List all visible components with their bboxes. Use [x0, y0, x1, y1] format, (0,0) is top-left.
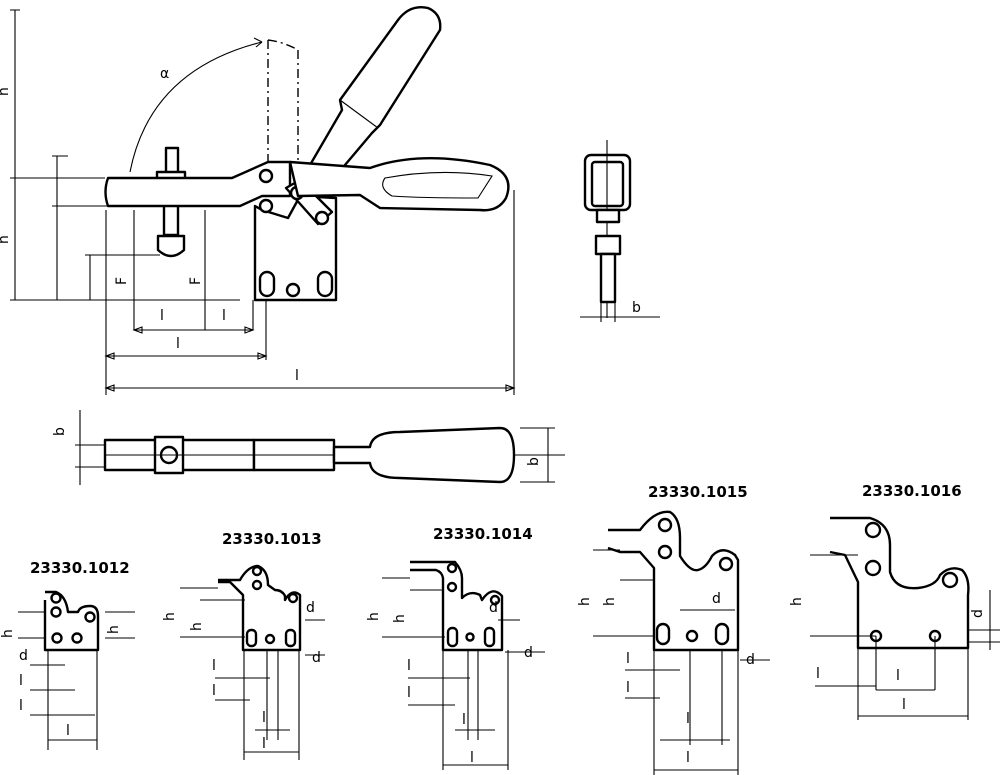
l3-label: l: [222, 308, 226, 324]
F1-label: F: [114, 277, 130, 285]
l1-label: l: [295, 368, 299, 384]
l2-label: l: [176, 336, 180, 352]
h1-label: h: [0, 235, 12, 244]
variant-1016: 23330.1016 h d l l l: [789, 482, 1000, 720]
part-number-1016: 23330.1016: [862, 482, 962, 500]
d1-label: d: [970, 609, 986, 618]
l5-label: l: [686, 750, 690, 766]
h7-label: h: [366, 612, 382, 621]
l6-label: l: [407, 658, 411, 674]
spindle-tip: [156, 234, 186, 258]
l6-label: l: [212, 658, 216, 674]
h6-label: h: [602, 597, 618, 606]
d1-label: d: [19, 648, 28, 664]
top-handle: [332, 426, 516, 484]
h7-label: h: [106, 625, 122, 634]
l6-label: l: [816, 666, 820, 682]
h6-label: h: [0, 629, 16, 638]
l8-label: l: [212, 683, 216, 699]
l5-label: l: [66, 723, 70, 739]
l5-label: l: [902, 697, 906, 713]
l8-label: l: [407, 685, 411, 701]
l6-label: l: [19, 673, 23, 689]
l7-label: l: [19, 698, 23, 714]
variant-1015: 23330.1015 h h d d l l l l: [577, 483, 770, 775]
variant-1012: 23330.1012 h h d l l l: [0, 559, 135, 750]
h6-label: h: [789, 597, 805, 606]
b2-label: b: [52, 427, 68, 436]
b1-label: b: [632, 300, 641, 316]
d2-label: d: [489, 600, 498, 616]
h7-label: h: [162, 612, 178, 621]
l7-label: l: [686, 711, 690, 727]
l7-label: l: [462, 712, 466, 728]
l4-label: l: [160, 308, 164, 324]
h6-label: h: [392, 614, 408, 623]
clamp-arm: [104, 160, 292, 208]
b3-label: b: [526, 457, 542, 466]
d1-label: d: [524, 645, 533, 661]
F2-label: F: [188, 277, 204, 285]
d2-label: d: [306, 600, 315, 616]
variant-1014: 23330.1014 h h d d l l l l: [366, 525, 545, 770]
l7-label: l: [262, 710, 266, 726]
spindle-lower: [162, 203, 180, 237]
d2-label: d: [712, 591, 721, 607]
main-side-view: α h h l l l l F F: [0, 6, 516, 395]
part-number-1014: 23330.1014: [433, 525, 533, 543]
end-view: b: [580, 140, 660, 322]
part-number-1013: 23330.1013: [222, 530, 322, 548]
l8-label: l: [626, 680, 630, 696]
l6-label: l: [626, 651, 630, 667]
l5-label: l: [262, 736, 266, 752]
part-number-1015: 23330.1015: [648, 483, 748, 501]
d1-label: d: [312, 650, 321, 666]
h6-label: h: [189, 622, 205, 631]
d1-label: d: [746, 652, 755, 668]
handle: [288, 157, 510, 212]
angle-alpha-label: α: [160, 66, 169, 82]
part-number-1012: 23330.1012: [30, 559, 130, 577]
h7-label: h: [577, 597, 593, 606]
l7-label: l: [896, 668, 900, 684]
spindle: [164, 146, 180, 176]
l5-label: l: [470, 750, 474, 766]
h2-label: h: [0, 87, 12, 96]
variant-1013: 23330.1013 h h d d l l l l: [162, 530, 325, 760]
top-view: b b: [52, 410, 565, 485]
